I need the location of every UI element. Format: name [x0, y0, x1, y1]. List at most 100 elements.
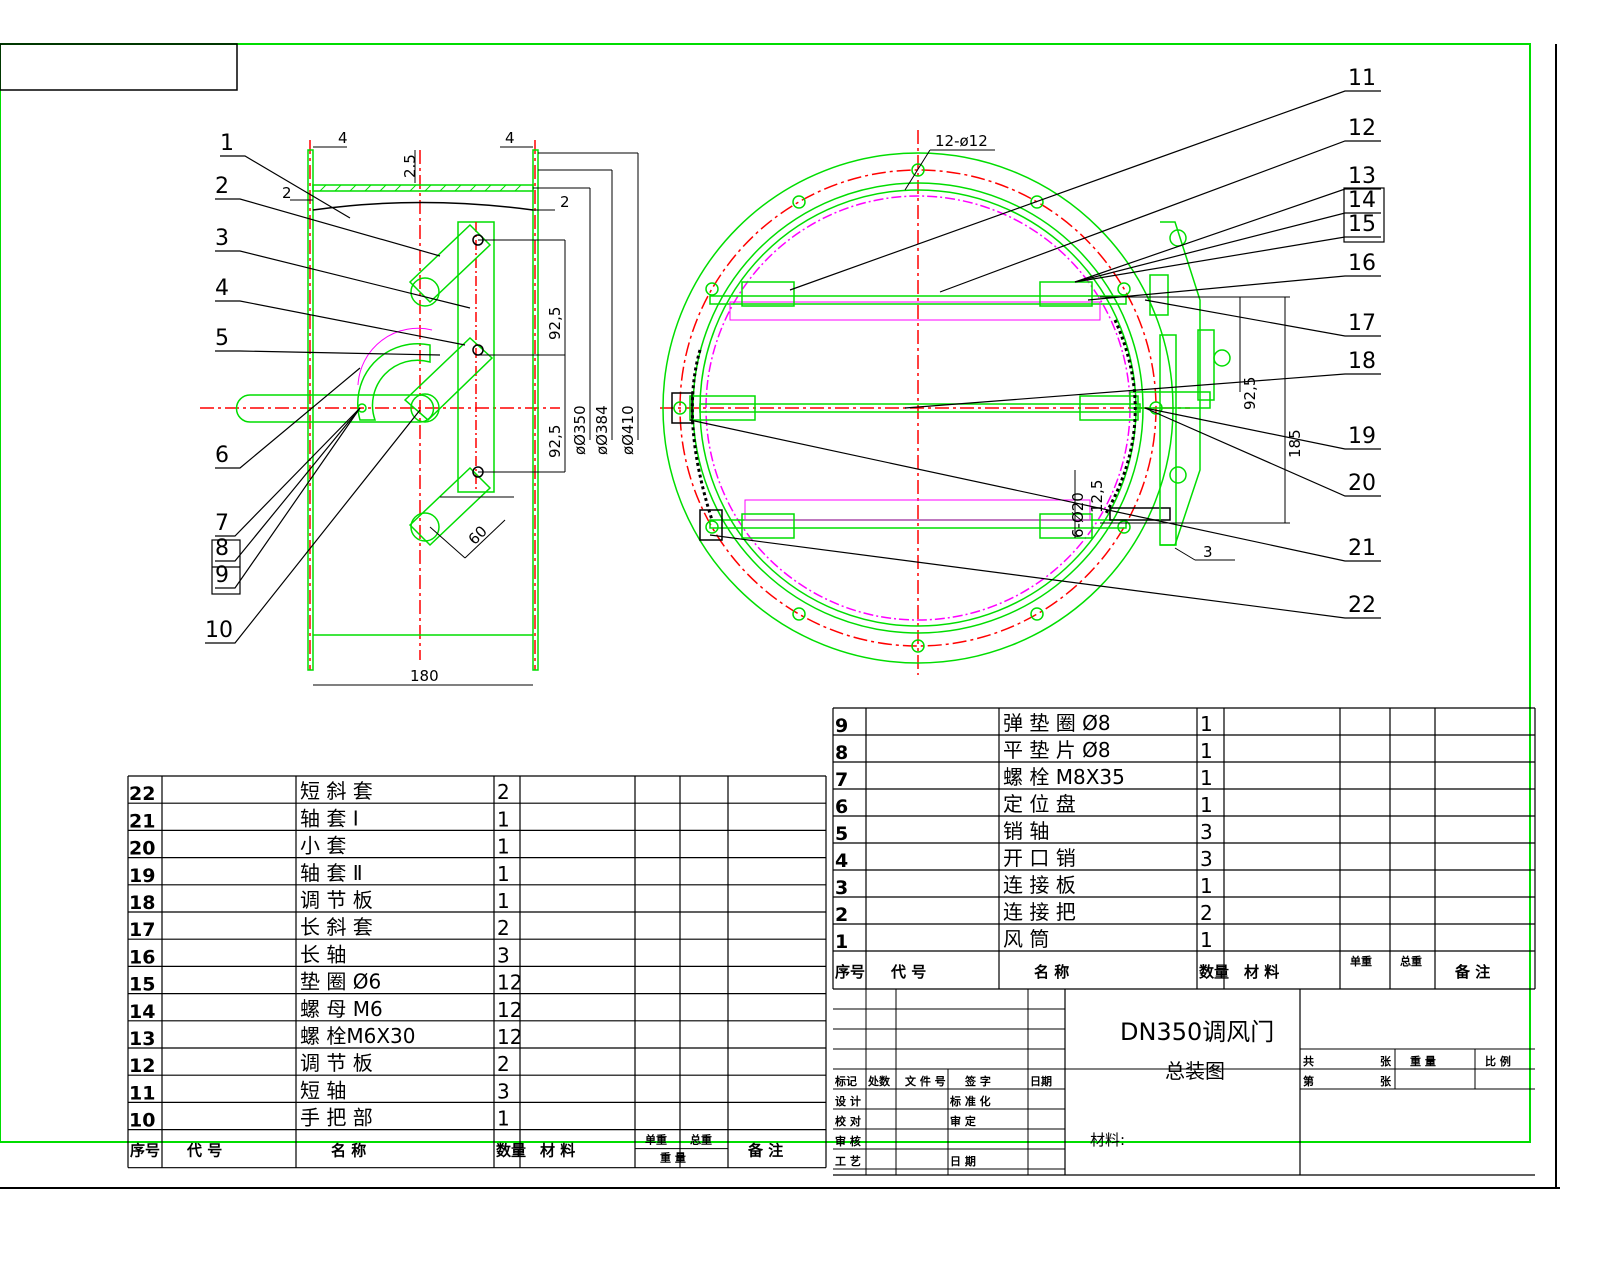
bom-row-qty: 12 [497, 1025, 522, 1049]
signoff-weight: 重 量 [1410, 1054, 1436, 1068]
hdr-mat: 材 料 [540, 1142, 575, 1160]
bom-row-name: 连 接 板 [1003, 873, 1076, 897]
bom-row: 19 轴 套 Ⅱ 1 [129, 861, 510, 887]
callout-11: 11 [1348, 66, 1376, 91]
callout-19: 19 [1348, 424, 1376, 449]
bom-row-name: 长 轴 [300, 942, 346, 966]
hdr-seq: 序号 [835, 963, 865, 981]
bom-row-qty: 1 [1200, 739, 1213, 763]
bom-row-name: 垫 圈 Ø6 [300, 970, 381, 994]
hdr-uw: 单重 [645, 1133, 667, 1147]
signoff-sheet: 第 [1303, 1074, 1314, 1088]
hdr-tw: 总重 [1400, 954, 1422, 968]
bom-row-no: 3 [835, 877, 848, 899]
dim-h2: 6-Ø20 [1069, 492, 1087, 538]
bom-row-qty: 1 [1200, 874, 1213, 898]
bom-row-name: 调 节 板 [300, 888, 373, 912]
bom-row-no: 21 [129, 810, 155, 832]
bom-row-no: 6 [835, 796, 848, 818]
bom-row-name: 轴 套 Ⅰ [300, 806, 359, 830]
bom-row-qty: 1 [1200, 793, 1213, 817]
bom-row: 5 销 轴 3 [835, 819, 1213, 845]
bom-row-qty: 3 [497, 1079, 510, 1103]
bom-row-name: 连 接 把 [1003, 900, 1076, 924]
bom-row-no: 19 [129, 865, 155, 887]
signoff-craft: 工 艺 [835, 1154, 861, 1168]
bom-row-qty: 1 [497, 807, 510, 831]
signoff-labels: 标记处数文 件 号签 字日期设 计校 对审 核工 艺标 准 化审 定日 期共第张… [834, 1054, 1511, 1168]
dim-weld: 3 [1203, 543, 1213, 561]
bom-row-qty: 2 [497, 780, 510, 804]
bom-row-qty: 1 [497, 835, 510, 859]
hdr-mat: 材 料 [1244, 963, 1279, 981]
signoff-zone: 处数 [867, 1074, 891, 1088]
callout-8: 8 [215, 536, 229, 561]
callout-17: 17 [1348, 311, 1376, 336]
signoff-std: 标 准 化 [949, 1094, 991, 1108]
dim-v2: 92,5 [546, 425, 564, 458]
bom-row-no: 12 [129, 1055, 155, 1077]
front-view-dims: 12-ø12 92,5 185 6-Ø20 12,5 3 [935, 132, 1304, 561]
bom-row-name: 小 套 [300, 834, 346, 858]
bom-row-name: 轴 套 Ⅱ [300, 861, 363, 885]
bom-row-qty: 3 [1200, 820, 1213, 844]
dim-width: 180 [410, 667, 439, 685]
bom-row-name: 开 口 销 [1003, 846, 1076, 870]
callout-6: 6 [215, 443, 229, 468]
callout-14: 14 [1348, 188, 1376, 213]
bom-row-no: 18 [129, 892, 155, 914]
bom-row-no: 8 [835, 742, 848, 764]
signoff-mark: 标记 [834, 1074, 857, 1088]
drawing-subtitle: 总装图 [1165, 1059, 1225, 1083]
signoff-date: 日期 [1030, 1074, 1052, 1088]
side-view-dims: 4 4 2.5 2 2 92,5 92,5 øØ350 øØ384 øØ410 … [282, 129, 637, 685]
bom-row-name: 调 节 板 [300, 1051, 373, 1075]
callout-20: 20 [1348, 471, 1376, 496]
dim-t1: 4 [338, 129, 348, 147]
bom-row-name: 螺 母 M6 [300, 997, 383, 1021]
dim-t3: 2.5 [401, 154, 419, 178]
bom-row: 21 轴 套 Ⅰ 1 [129, 806, 510, 832]
bom-row-no: 17 [129, 919, 155, 941]
front-view [660, 130, 1290, 675]
bom-row: 3 连 接 板 1 [835, 873, 1213, 899]
bom-row-no: 4 [835, 850, 848, 872]
hdr-code: 代 号 [186, 1142, 222, 1160]
signoff-page1: 张 [1380, 1054, 1392, 1068]
bom-header-right: 序号代 号名 称数量材 料单重总重备 注 [835, 954, 1490, 981]
bom-row-qty: 1 [497, 889, 510, 913]
signoff-total: 共 [1303, 1054, 1314, 1068]
bom-row-no: 13 [129, 1028, 155, 1050]
dim-d1: øØ350 [571, 405, 589, 455]
material-label: 材料: [1090, 1131, 1125, 1149]
bom-row-no: 1 [835, 931, 848, 953]
dim-d3: øØ410 [619, 405, 637, 455]
bom-row-qty: 1 [1200, 766, 1213, 790]
bom-row-qty: 2 [1200, 901, 1213, 925]
hdr-uw: 单重 [1350, 954, 1372, 968]
bom-row-qty: 1 [497, 862, 510, 886]
dim-a1: 60 [465, 522, 491, 548]
signoff-design: 设 计 [835, 1094, 861, 1108]
bom-row-qty: 12 [497, 971, 522, 995]
dim-holes: 12-ø12 [935, 132, 988, 150]
bom-row-name: 销 轴 [1003, 819, 1049, 843]
hdr-wt: 重 量 [660, 1151, 686, 1165]
title-block: DN350调风门 总装图 材料: [1090, 1018, 1274, 1149]
bom-row-no: 5 [835, 823, 848, 845]
dim-rv1: 92,5 [1241, 377, 1259, 410]
callout-16: 16 [1348, 251, 1376, 276]
bom-row-no: 10 [129, 1110, 155, 1132]
hdr-qty: 数量 [1199, 963, 1229, 981]
bom-row-name: 长 斜 套 [300, 915, 373, 939]
